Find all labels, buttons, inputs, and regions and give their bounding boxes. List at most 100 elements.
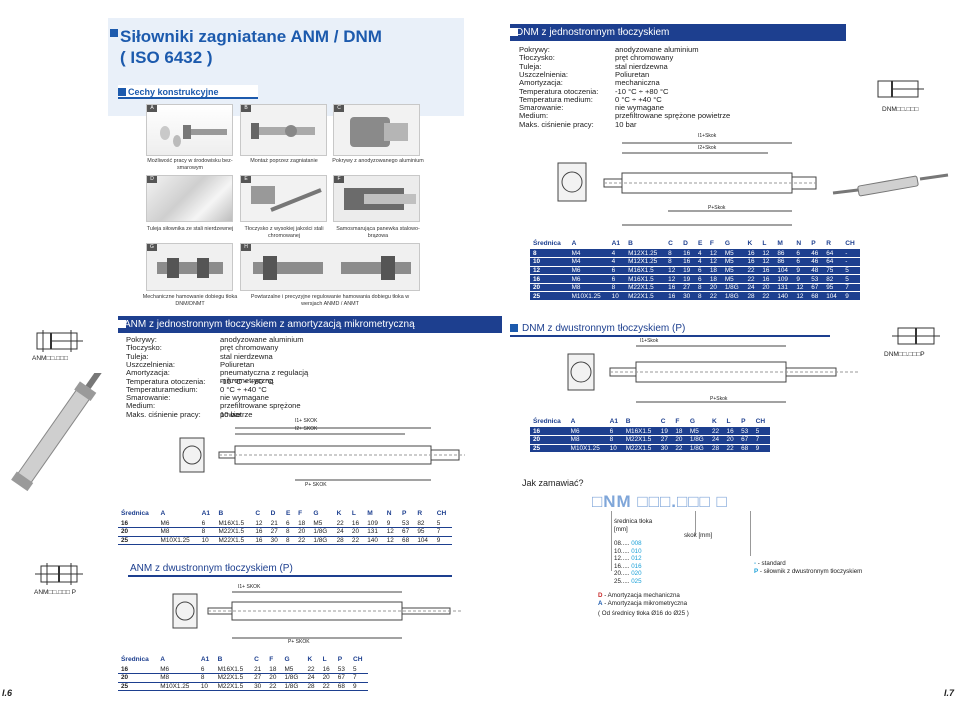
table-cell: 5: [755, 427, 760, 435]
table-cell: 16: [668, 292, 676, 300]
table-cell: 9: [349, 682, 368, 692]
page-number-right: I.7: [944, 688, 955, 698]
anm-symbol: [35, 330, 83, 352]
dnm-skok-label-2: I2+Skok: [698, 145, 717, 151]
table-cell: M10X1.25: [157, 682, 198, 692]
anm-p-symbol-label: ANM□□.□□□ P: [34, 589, 77, 596]
feature-tag-G: G: [147, 244, 157, 251]
table-cell: 20: [319, 673, 335, 683]
table-cell: 28: [304, 682, 320, 692]
spec-label: Temperaturamedium:: [126, 384, 198, 394]
table-cell: 16: [118, 519, 158, 529]
dnm-single-marker: [510, 28, 518, 36]
table-cell: M22X1.5: [625, 444, 652, 452]
table-cell: 9: [796, 275, 800, 283]
order-type-code: D: [598, 592, 603, 599]
table-header-cell: L: [319, 654, 335, 665]
table-cell: 95: [414, 527, 434, 537]
table-header-cell: K: [708, 416, 724, 427]
order-code: □NM □□□.□□□ □: [592, 492, 728, 511]
table-cell: 18: [709, 266, 717, 274]
table-cell: 24: [747, 284, 755, 292]
table-cell: 19: [683, 266, 691, 274]
order-variant-item: P - siłownik z dwustronnym tłoczyskiem: [754, 568, 864, 576]
table-cell: 22: [304, 665, 320, 675]
dnm-single-heading: DNM z jednostronnym tłoczyskiem: [516, 27, 670, 38]
table-header-cell: Średnica: [530, 238, 569, 249]
spec-label: Smarowanie:: [519, 103, 564, 113]
table-cell: 1/8G: [689, 436, 704, 444]
order-variant-code: -: [754, 560, 757, 567]
table-cell: 30: [683, 292, 691, 300]
table-cell: 22: [348, 536, 365, 546]
dnm-dimension-drawing: I1+Skok I2+Skok P+Skok: [548, 133, 953, 231]
table-header-cell: B: [215, 508, 253, 519]
table-cell: 16: [348, 519, 365, 529]
table-cell: M6: [571, 275, 581, 283]
table-cell: 12: [709, 249, 717, 257]
order-diam-item: 12..... 012: [614, 555, 674, 563]
table-header-cell: E: [282, 508, 296, 519]
spec-value: nie wymagane: [615, 103, 664, 113]
anm-dimension-drawing: I1+ SKOK I2+ SKOK P+ SKOK: [175, 418, 470, 490]
table-cell: 6: [197, 665, 215, 675]
table-cell: 8: [611, 284, 616, 292]
table-cell: M10X1.25: [570, 444, 600, 452]
table-cell: 46: [811, 249, 819, 257]
table-header-cell: M: [774, 238, 794, 249]
table-cell: 20: [726, 436, 734, 444]
table-cell: 6: [796, 249, 800, 257]
feature-photo-F: [333, 175, 420, 222]
order-leader-1: [611, 511, 612, 571]
table-cell: 27: [660, 436, 668, 444]
table-cell: 20: [675, 436, 683, 444]
feature-tag-H: H: [241, 244, 251, 251]
feature-caption-G: Mechaniczne hamowanie dobiegu tłoka DNM/…: [142, 294, 238, 307]
dnm-double-marker: [510, 324, 518, 332]
table-header-cell: Średnica: [530, 416, 568, 427]
table-cell: 16: [762, 275, 770, 283]
table-header-cell: L: [759, 238, 775, 249]
spec-label: Amortyzacja:: [519, 78, 563, 88]
table-header-cell: A: [567, 416, 607, 427]
feature-caption-D: Tuleja siłownika ze stali nierdzewnej: [146, 226, 234, 232]
table-header-cell: A1: [608, 238, 626, 249]
table-cell: 10: [609, 444, 617, 452]
table-cell: 16: [762, 266, 770, 274]
spec-value: 10 bar: [615, 119, 637, 129]
anm-skok-label-1: I1+ SKOK: [295, 418, 318, 424]
table-cell: M22X1.5: [628, 284, 654, 292]
order-diam-item: 08..... 008: [614, 540, 674, 548]
table-cell: 8: [282, 527, 296, 537]
order-diam-item: 20..... 020: [614, 570, 674, 578]
order-diam-item: 16..... 016: [614, 563, 674, 571]
spec-label: Tuleja:: [519, 61, 542, 71]
spec-value: pneumatyczna z regulacją mikrometryczną: [220, 368, 309, 386]
table-cell: 16: [533, 275, 541, 283]
spec-value: anodyzowane aluminium: [615, 45, 699, 54]
order-diam-code: 008: [629, 540, 642, 547]
title-line-2: ( ISO 6432 ): [120, 48, 213, 67]
table-cell: 18: [295, 519, 311, 529]
table-cell: M4: [571, 249, 581, 257]
anm-skok-label-p: P+ SKOK: [305, 482, 327, 488]
table-cell: 9: [383, 519, 400, 529]
spec-value: pręt chromowany: [220, 343, 279, 353]
anm-skok-label-2: I2+ SKOK: [295, 426, 318, 432]
table-cell: 1/8G: [281, 673, 305, 683]
table-cell: 27: [251, 673, 267, 683]
dnm-symbol: [876, 78, 924, 100]
table-cell: 9: [796, 266, 800, 274]
spec-label: Tłoczysko:: [519, 53, 555, 63]
dnm-iso-view: [832, 173, 949, 197]
table-cell: 20: [533, 284, 541, 292]
table-cell: 20: [118, 527, 158, 537]
table-cell: 8: [698, 292, 702, 300]
table-cell: 1/8G: [689, 444, 704, 452]
table-cell: M6: [571, 266, 581, 274]
